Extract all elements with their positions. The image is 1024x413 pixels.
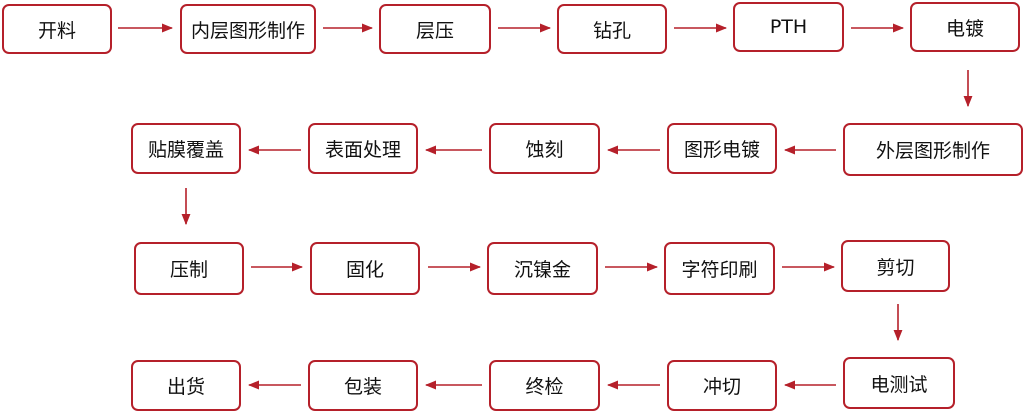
step-outer-layer-imaging: 外层图形制作 [843,123,1023,176]
step-coverlay-laminating: 贴膜覆盖 [131,123,241,174]
step-pth: PTH [733,2,844,52]
step-etching: 蚀刻 [489,123,600,174]
step-electrical-test: 电测试 [843,357,955,409]
step-pressing: 压制 [134,242,244,295]
step-final-inspection: 终检 [489,360,600,411]
step-cutting: 开料 [2,4,112,54]
step-enig: 沉镍金 [487,242,598,295]
step-shipping: 出货 [131,360,241,411]
step-inner-layer-imaging: 内层图形制作 [180,4,316,54]
step-electroplating: 电镀 [910,2,1020,52]
step-surface-finish: 表面处理 [308,123,418,174]
step-punching: 冲切 [667,360,777,411]
step-lamination: 层压 [379,4,491,54]
step-packaging: 包装 [308,360,418,411]
step-legend-printing: 字符印刷 [664,242,775,295]
step-curing: 固化 [310,242,420,295]
step-drilling: 钻孔 [557,4,667,54]
step-shearing: 剪切 [841,240,950,292]
step-pattern-plating: 图形电镀 [667,123,777,174]
